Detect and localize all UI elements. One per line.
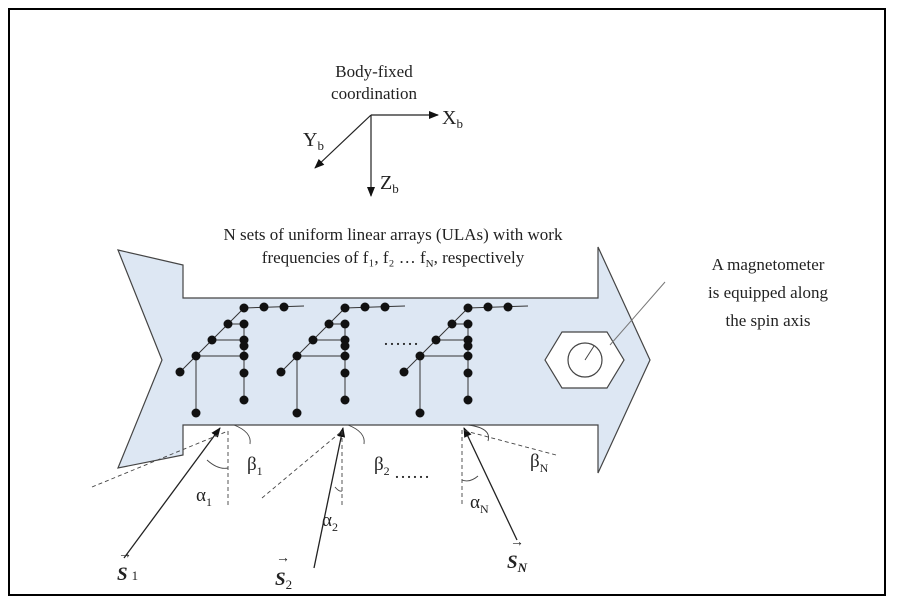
- ula-2-sensor: [292, 408, 302, 418]
- signal-2-vector-label: S2: [275, 569, 292, 592]
- ula-2-sensor: [340, 368, 350, 378]
- ula-n-sensor: [447, 319, 457, 329]
- ula-2-sensor: [308, 335, 318, 345]
- ula-2-sensor: [340, 351, 350, 361]
- ula-n-sensor: [463, 303, 473, 313]
- ula-1-sensor: [239, 395, 249, 405]
- ula-ellipsis: ……: [383, 329, 419, 349]
- ula-1-sensor: [191, 408, 201, 418]
- frame-title-line2: coordination: [331, 84, 417, 103]
- magnetometer-leader-line: [609, 281, 666, 346]
- ula-1-sensor: [239, 341, 249, 351]
- signal-n-beta-arc: [467, 424, 490, 442]
- signal-2-beta-label: β2: [374, 454, 390, 478]
- ula-n-sensor: [415, 351, 425, 361]
- ula-n-sensor: [415, 408, 425, 418]
- signal-n-beta-label: βN: [530, 451, 549, 475]
- magnetometer-note-line3: the spin axis: [726, 311, 811, 330]
- ula-2-sensor: [292, 351, 302, 361]
- signal-1-beta-arc: [233, 424, 251, 445]
- signal-1-vector-arrow: →: [118, 547, 132, 562]
- signal-2-alpha-label: α2: [322, 510, 338, 534]
- signal-n-ray: [463, 427, 518, 541]
- ula-n-sensor: [503, 302, 513, 312]
- signal-1-alpha-arc: [206, 459, 229, 469]
- magnetometer-note-line2: is equipped along: [708, 283, 828, 302]
- signal-group-n: [461, 424, 557, 541]
- ula-2-sensor: [340, 395, 350, 405]
- z-axis-label: Zb: [380, 172, 399, 196]
- y-axis-label: Yb: [303, 129, 324, 153]
- ula-1-sensor: [259, 302, 269, 312]
- signal-n-alpha-arc: [461, 475, 479, 482]
- signal-n-wavefront: [461, 429, 557, 456]
- ula-n-sensor: [463, 351, 473, 361]
- ula-caption-line2: frequencies of f₁, f₂ … fN, respectively: [262, 248, 525, 270]
- y-axis-arrow: [314, 114, 372, 169]
- ula-caption-line1: N sets of uniform linear arrays (ULAs) w…: [224, 225, 563, 244]
- ula-1-sensor: [239, 303, 249, 313]
- ula-1-sensor: [239, 368, 249, 378]
- ula-2-sensor: [276, 367, 286, 377]
- ula-1-sensor: [191, 351, 201, 361]
- ula-2-sensor: [340, 341, 350, 351]
- ula-1-sensor: [223, 319, 233, 329]
- ula-2-sensor: [380, 302, 390, 312]
- ula-1-sensor: [279, 302, 289, 312]
- ula-1-sensor: [207, 335, 217, 345]
- ula-1-sensor: [239, 319, 249, 329]
- ula-2-top-bar: [344, 305, 406, 309]
- ula-n-sensor: [431, 335, 441, 345]
- ula-n-top-bar: [467, 305, 529, 309]
- signal-group-1: [91, 424, 251, 559]
- signal-1-beta-label: β1: [247, 454, 263, 478]
- signal-2-ray: [313, 427, 346, 569]
- ula-n-sensor: [483, 302, 493, 312]
- ula-1-sensor: [175, 367, 185, 377]
- signal-n-vector-label: SN: [507, 552, 528, 575]
- ula-1-top-bar: [243, 305, 305, 309]
- ula-2-sensor: [360, 302, 370, 312]
- projectile-body: [117, 246, 651, 474]
- magnetometer-note-line1: A magnetometer: [712, 255, 825, 274]
- ula-groups: [175, 302, 529, 418]
- frame-title-line1: Body-fixed: [335, 62, 413, 81]
- ula-2-sensor: [340, 319, 350, 329]
- signal-2-wavefront: [261, 430, 343, 499]
- signal-1-alpha-label: α1: [196, 485, 212, 509]
- ula-2-sensor: [340, 303, 350, 313]
- ula-n-sensor: [463, 395, 473, 405]
- ula-2-sensor: [324, 319, 334, 329]
- ula-n-sensor: [463, 319, 473, 329]
- signal-ellipsis: ……: [394, 462, 430, 482]
- figure-frame: [8, 8, 886, 596]
- x-axis-label: Xb: [442, 107, 463, 131]
- signal-group-2: [261, 424, 365, 569]
- signal-1-ray: [123, 427, 221, 559]
- signal-n-vector-arrow: →: [510, 535, 524, 550]
- signal-2-vector-arrow: →: [276, 551, 290, 566]
- magnetometer: [544, 331, 625, 389]
- ula-n-sensor: [463, 368, 473, 378]
- signal-2-alpha-arc: [334, 486, 343, 492]
- ula-n-sensor: [463, 341, 473, 351]
- ula-n-sensor: [399, 367, 409, 377]
- signal-n-alpha-label: αN: [470, 492, 489, 516]
- ula-1-sensor: [239, 351, 249, 361]
- signal-1-wavefront: [91, 430, 229, 488]
- body-fixed-axes: [314, 111, 439, 197]
- signal-2-beta-arc: [347, 424, 365, 445]
